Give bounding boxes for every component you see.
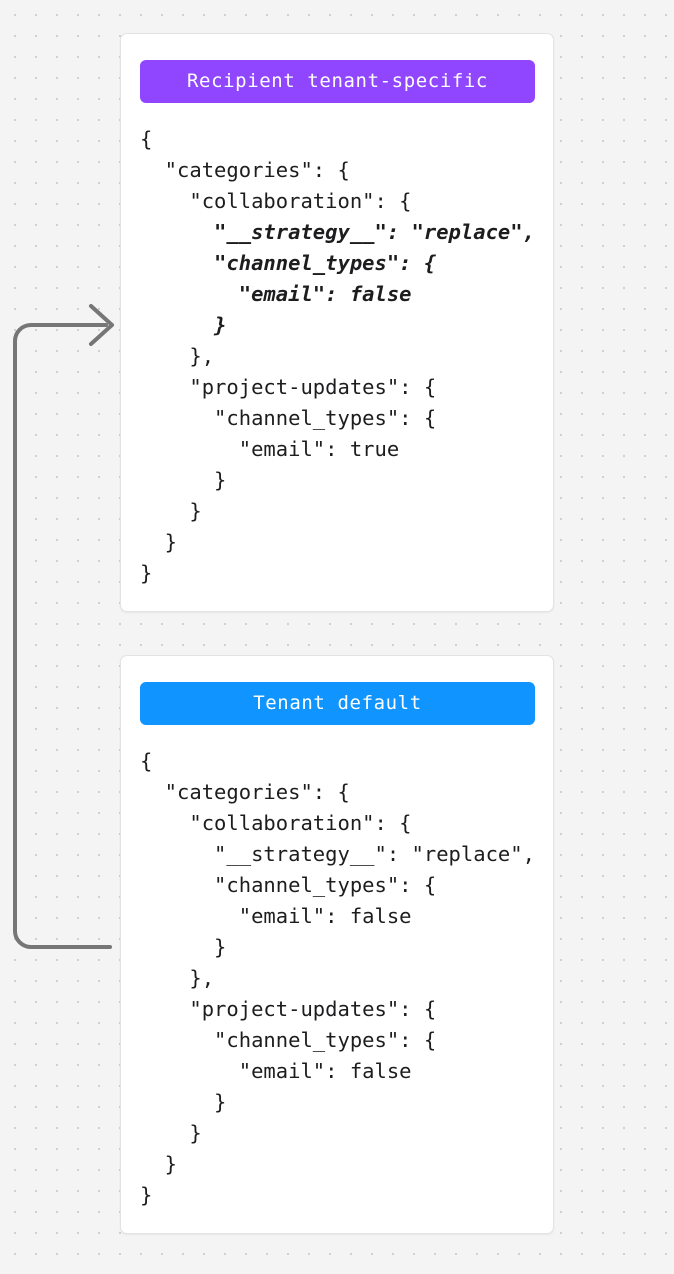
code-line: "__strategy__": "replace", [140,220,535,244]
curved-arrow-right-icon [13,323,112,949]
code-line: }, [140,966,215,990]
code-line: { [140,127,153,151]
code-line: "__strategy__": "replace", [140,842,535,866]
badge-tenant-default: Tenant default [140,682,535,725]
code-line: } [140,313,227,337]
code-line: } [140,530,178,554]
code-line: "categories": { [140,158,350,182]
code-line: "project-updates": { [140,375,437,399]
code-line: { [140,749,153,773]
card-tenant-default: Tenant default { "categories": { "collab… [120,655,554,1234]
code-line: } [140,1121,202,1145]
code-line: } [140,468,227,492]
code-line: "collaboration": { [140,189,412,213]
code-line: "collaboration": { [140,811,412,835]
code-line: } [140,1152,178,1176]
code-line: }, [140,344,215,368]
code-line: "email": true [140,437,400,461]
code-line: "categories": { [140,780,350,804]
code-line: "email": false [140,904,412,928]
code-block-tenant-default: { "categories": { "collaboration": { "__… [140,746,535,1211]
code-line: } [140,561,153,585]
arrowhead-icon [89,304,114,346]
code-line: } [140,1183,153,1207]
code-block-recipient-tenant-specific: { "categories": { "collaboration": { "__… [140,124,535,589]
code-line: } [140,499,202,523]
code-line: "channel_types": { [140,873,437,897]
code-line: "channel_types": { [140,406,437,430]
code-line: "channel_types": { [140,251,437,275]
badge-recipient-tenant-specific: Recipient tenant-specific [140,60,535,103]
card-recipient-tenant-specific: Recipient tenant-specific { "categories"… [120,33,554,612]
code-line: "email": false [140,1059,412,1083]
code-line: "channel_types": { [140,1028,437,1052]
code-line: "project-updates": { [140,997,437,1021]
code-line: "email": false [140,282,412,306]
code-line: } [140,935,227,959]
code-line: } [140,1090,227,1114]
